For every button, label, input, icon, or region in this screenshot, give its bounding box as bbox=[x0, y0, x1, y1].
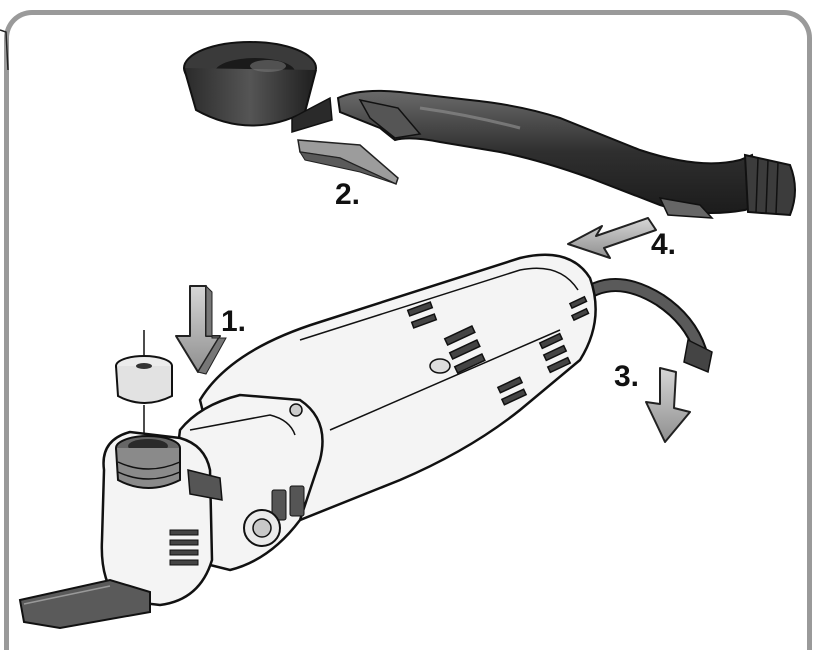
power-cord-icon bbox=[571, 278, 713, 374]
blade-icon bbox=[18, 578, 151, 630]
arrow-step3-icon bbox=[645, 367, 691, 443]
step-label-2: 2. bbox=[335, 178, 361, 211]
tool-head-icon bbox=[100, 430, 223, 607]
step-label-4: 4. bbox=[651, 228, 677, 261]
step-label-3: 3. bbox=[614, 360, 640, 393]
corner-mark bbox=[0, 29, 9, 70]
arrow-step4-icon bbox=[567, 217, 657, 259]
adapter-cup-icon bbox=[183, 41, 333, 134]
adapter-plate-icon bbox=[297, 139, 399, 186]
hose-icon bbox=[336, 89, 796, 219]
arrow-step1-icon bbox=[175, 284, 227, 375]
multi-tool-body-icon bbox=[172, 253, 597, 572]
frame-border bbox=[4, 10, 812, 650]
sanding-drum-icon bbox=[115, 330, 173, 440]
step-label-1: 1. bbox=[221, 305, 247, 338]
